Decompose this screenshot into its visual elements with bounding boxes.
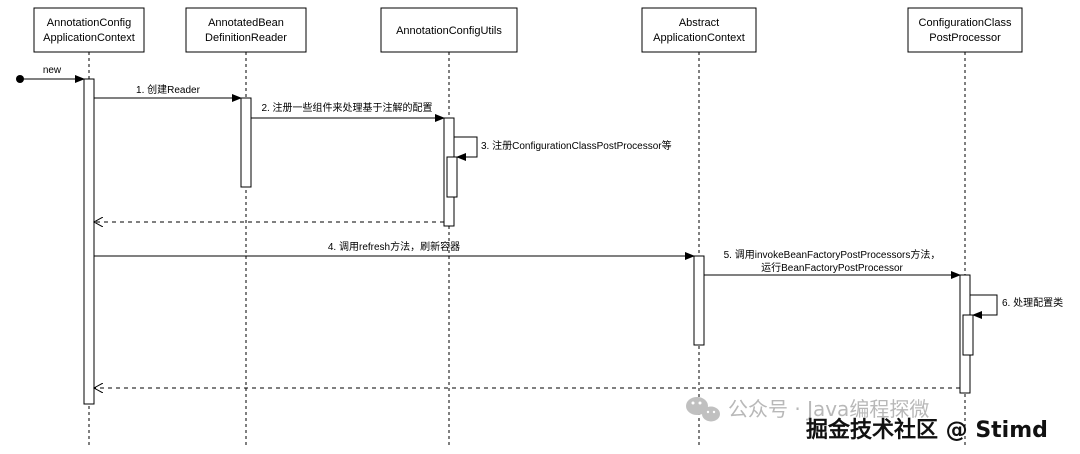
participant-label-line1: Abstract <box>679 17 719 29</box>
activation-bar-abstract-context <box>693 255 705 346</box>
participant-label-line2: DefinitionReader <box>205 32 287 44</box>
participant-label-line1: ConfigurationClass <box>919 17 1012 29</box>
participant-label-line1: AnnotationConfig <box>47 17 131 29</box>
message-label: 1. 创建Reader <box>136 83 201 96</box>
juejin-watermark: 掘金技术社区 @ Stimd <box>806 417 1048 443</box>
participant-annotation-config-application-context: AnnotationConfig ApplicationContext <box>33 7 145 53</box>
message-label-line1: 5. 调用invokeBeanFactoryPostProcessors方法， <box>724 248 941 261</box>
participant-headers: AnnotationConfig ApplicationContext Anno… <box>33 7 1023 53</box>
participant-configuration-class-post-processor: ConfigurationClass PostProcessor <box>907 7 1023 53</box>
participant-annotated-bean-definition-reader: AnnotatedBean DefinitionReader <box>185 7 307 53</box>
wechat-account-watermark: 公众号 · Java编程探微 <box>728 397 929 421</box>
participant-label-line1: AnnotatedBean <box>208 17 284 29</box>
participant-label-line2: ApplicationContext <box>653 32 745 44</box>
message-4: 4. 调用refresh方法，刷新容器 <box>94 240 695 260</box>
message-label: 2. 注册一些组件来处理基于注解的配置 <box>261 101 432 114</box>
activations <box>83 78 974 405</box>
messages: new 1. 创建Reader 2. 注册一些组件来处理基于注解的配置 3. 注… <box>16 65 1063 388</box>
message-2: 2. 注册一些组件来处理基于注解的配置 <box>251 101 445 122</box>
message-label: new <box>43 65 62 76</box>
participant-abstract-application-context: Abstract ApplicationContext <box>641 7 757 53</box>
participant-label-line2: PostProcessor <box>929 32 1001 44</box>
activation-bar-context <box>83 78 95 405</box>
message-5: 5. 调用invokeBeanFactoryPostProcessors方法， … <box>704 248 961 279</box>
message-new: new <box>16 65 85 83</box>
message-label-line2: 运行BeanFactoryPostProcessor <box>761 261 903 274</box>
watermark: 公众号 · Java编程探微 掘金技术社区 @ Stimd <box>686 397 1048 443</box>
participant-annotation-config-utils: AnnotationConfigUtils <box>380 7 518 53</box>
wechat-icon <box>686 397 720 422</box>
message-6-self-call: 6. 处理配置类 <box>970 294 1063 319</box>
message-3-self-call: 3. 注册ConfigurationClassPostProcessor等 <box>454 136 672 161</box>
activation-bar-post-processor-nested <box>962 314 974 356</box>
message-label: 4. 调用refresh方法，刷新容器 <box>328 240 460 253</box>
activation-bar-utils-nested <box>446 156 458 198</box>
lifelines <box>88 52 966 446</box>
message-label: 3. 注册ConfigurationClassPostProcessor等 <box>481 139 672 152</box>
participant-label-line1: AnnotationConfigUtils <box>396 25 502 37</box>
message-1: 1. 创建Reader <box>94 83 242 102</box>
activation-bar-reader <box>240 97 252 188</box>
message-label: 6. 处理配置类 <box>1002 296 1063 309</box>
participant-label-line2: ApplicationContext <box>43 32 135 44</box>
